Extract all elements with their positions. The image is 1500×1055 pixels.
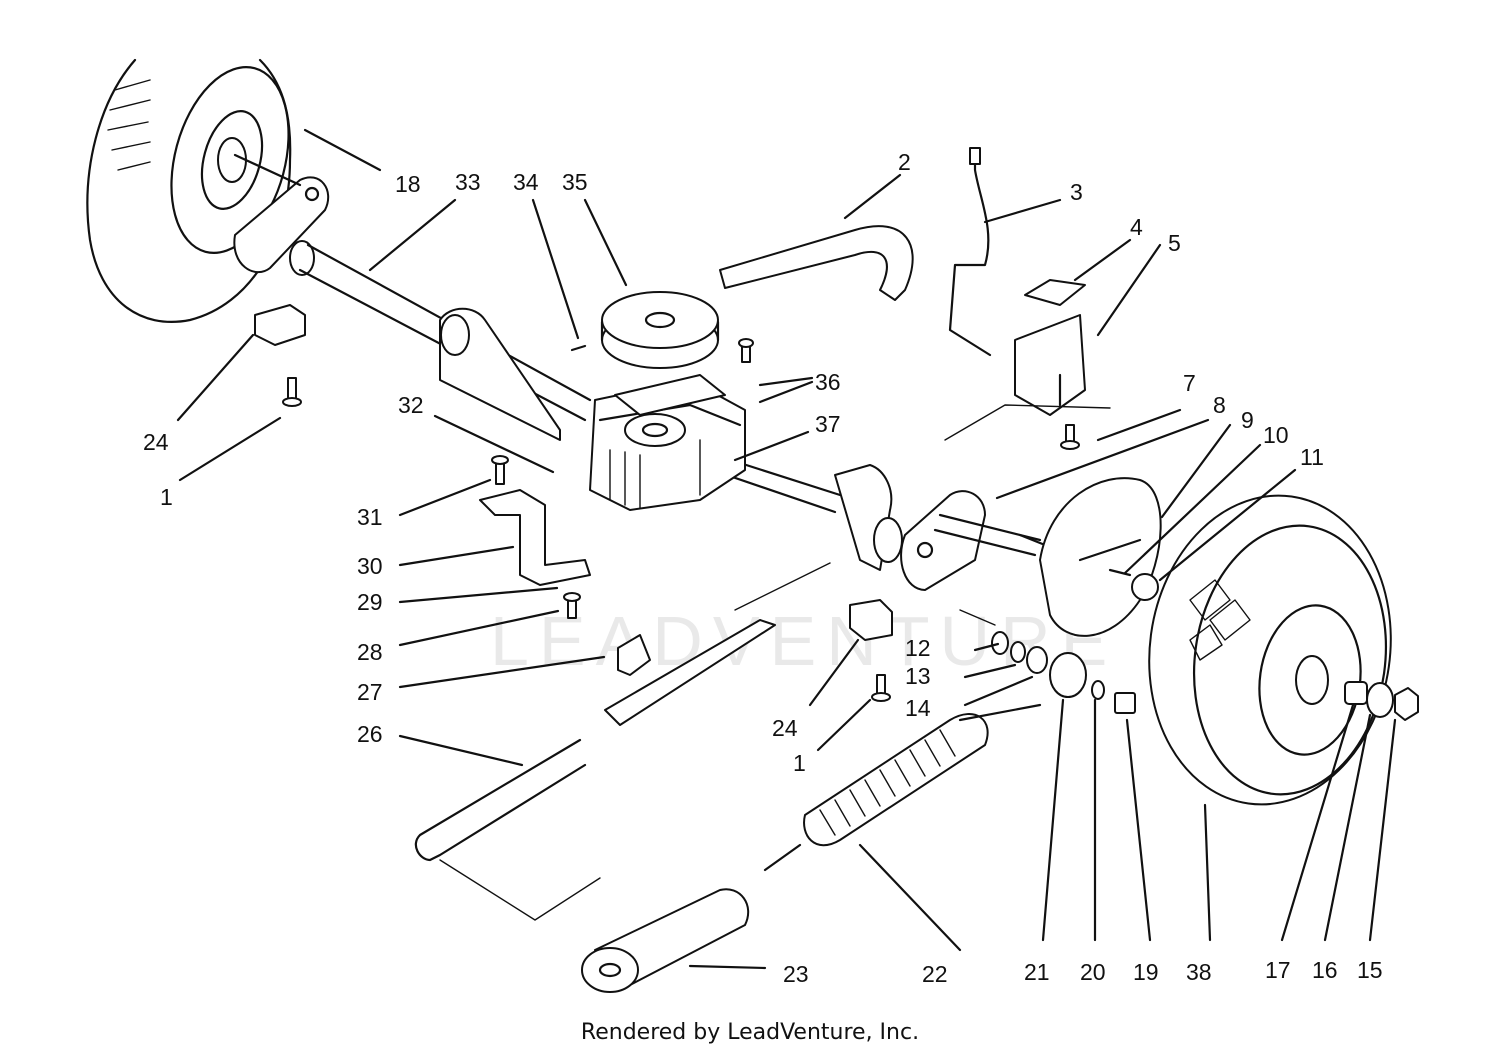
callout-35: 35 [562,169,588,195]
pulley [600,291,720,369]
clip-27 [617,634,651,676]
control-rod [948,148,992,357]
callout-12: 12 [905,635,931,661]
callout-2: 2 [898,149,911,175]
callout-3: 3 [1070,179,1083,205]
mount-bracket [479,489,591,586]
callout-11: 11 [1300,444,1324,470]
left-axle-bracket [233,153,330,276]
callout-26: 26 [357,721,383,747]
right-wheel [1148,494,1392,806]
left-wheel [86,58,292,323]
screws [282,338,1080,702]
callout-16: 16 [1312,957,1338,983]
callout-28: 28 [357,639,383,665]
block-left [254,304,306,346]
callout-37: 37 [815,411,841,437]
callout-20: 20 [1080,959,1106,985]
callout-19: 19 [1133,959,1159,985]
callout-22: 22 [922,961,948,987]
control-bracket [1014,279,1086,416]
callout-13: 13 [905,663,931,689]
footer-credit: Rendered by LeadVenture, Inc. [580,1020,920,1045]
block-right [849,599,893,641]
callout-34: 34 [513,169,539,195]
drive-belt [719,225,914,301]
callout-27: 27 [357,679,383,705]
key-part [570,344,587,352]
callout-29: 29 [357,589,383,615]
callout-1-right: 1 [793,750,806,776]
callout-1-left: 1 [160,484,173,510]
callout-5: 5 [1168,230,1181,256]
callout-33: 33 [455,169,481,195]
drive-linkage [834,464,903,571]
callout-23: 23 [783,961,809,987]
callout-7: 7 [1183,370,1196,396]
callout-38: 38 [1186,959,1212,985]
rod-tip [969,147,981,165]
callout-17: 17 [1265,957,1291,983]
transmission [589,374,746,511]
leader-lines [176,128,1397,970]
callout-30: 30 [357,553,383,579]
callout-14: 14 [905,695,931,721]
spring [763,703,1042,872]
callout-18: 18 [395,171,421,197]
callout-31: 31 [357,504,383,530]
callout-32: 32 [398,392,424,418]
callout-15: 15 [1357,957,1383,983]
shift-arm [604,619,776,726]
gear-assembly [991,631,1136,714]
shift-rod [414,738,587,862]
callout-8: 8 [1213,392,1226,418]
callout-36: 36 [815,369,841,395]
watermark-text: LEADVENTURE [490,602,1117,680]
handle-grip [581,888,750,993]
hub-cover [1039,477,1162,637]
callout-24-left: 24 [143,429,169,455]
callout-4: 4 [1130,214,1143,240]
callout-10: 10 [1263,422,1289,448]
main-axle [298,243,842,514]
callout-21: 21 [1024,959,1050,985]
callout-labels: 18 33 34 35 2 3 4 5 36 37 7 8 9 10 11 32… [143,149,1383,987]
gear-plate [900,490,1047,591]
callout-24-right: 24 [772,715,798,741]
axle-hardware-right [1344,681,1419,721]
callout-9: 9 [1241,407,1254,433]
